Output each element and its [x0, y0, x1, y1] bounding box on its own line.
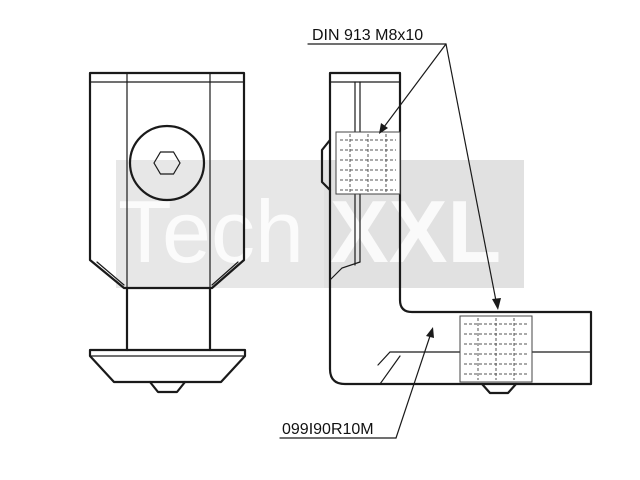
front-chamfer-right [211, 261, 239, 286]
watermark-text-tech: Tech [118, 182, 304, 281]
hex-socket-icon [153, 151, 181, 175]
part-leader [395, 329, 433, 439]
upper-set-screw [335, 131, 401, 195]
upper-thread-body [335, 131, 401, 195]
flange-nut [88, 348, 247, 384]
bracket-h-slot-2 [379, 355, 401, 385]
screw-leader-arrow-2 [492, 298, 501, 310]
part-leader-arrow [426, 327, 434, 338]
watermark-logo: Tech XXL [116, 160, 524, 288]
watermark-text-xxl: XXL [330, 182, 501, 281]
front-chamfer-left [96, 261, 125, 286]
screw-leader-2 [445, 43, 498, 307]
watermark-box-left [116, 160, 324, 288]
front-body-outline [88, 71, 246, 290]
screw-callout: DIN 913 M8x10 [307, 27, 501, 310]
lower-screw-tip [480, 382, 518, 395]
screw-leader-1 [380, 43, 447, 132]
bracket-nub [320, 138, 332, 192]
screw-leader-arrow-1 [379, 123, 388, 134]
lower-set-screw [459, 315, 533, 395]
part-number-label: 099I90R10M [282, 421, 374, 438]
part-callout: 099I90R10M [279, 327, 434, 439]
screw-callout-label: DIN 913 M8x10 [312, 27, 423, 44]
side-view [320, 71, 593, 395]
front-view [88, 71, 247, 394]
flange-tip [148, 380, 187, 394]
screw-head-circle [128, 124, 206, 202]
bracket-outline [328, 71, 593, 386]
bracket-slot-bottom [329, 261, 361, 281]
